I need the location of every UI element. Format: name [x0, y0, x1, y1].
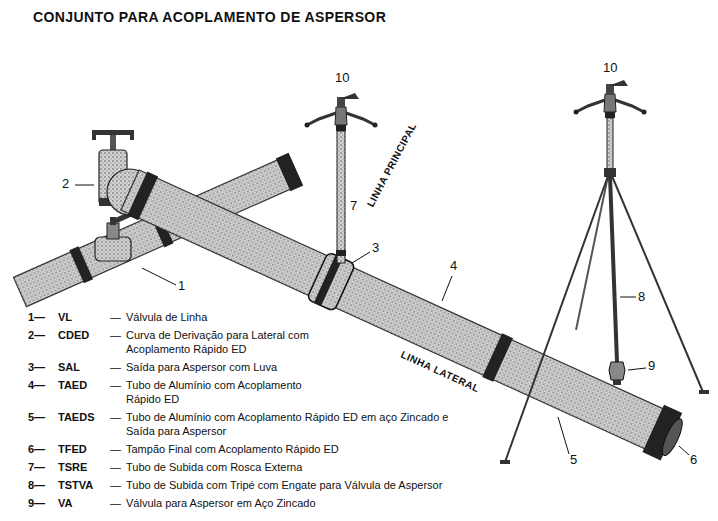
post [110, 135, 116, 150]
tripod-leg [612, 176, 703, 392]
dash: — [110, 460, 121, 474]
line-valve [95, 211, 135, 261]
diagram-title: CONJUNTO PARA ACOPLAMENTO DE ASPERSOR [33, 8, 386, 26]
tripod-leg [505, 176, 608, 462]
riser-pipe [607, 118, 613, 172]
coupling [127, 171, 158, 220]
item-description: Válvula de Linha [126, 310, 207, 324]
callout-number: 4 [450, 258, 457, 274]
lateral-pipe [119, 166, 688, 463]
bracket [92, 130, 96, 140]
item-number: 8— [28, 478, 45, 492]
item-code: TAED [58, 378, 87, 392]
riser-pipe [337, 131, 345, 263]
coupling [482, 333, 513, 382]
tripod-foot [500, 460, 510, 464]
item-code: SAL [58, 360, 80, 374]
callout-number: 10 [335, 70, 349, 86]
item-number: 6— [28, 442, 45, 456]
sprinkler-valve [613, 380, 621, 385]
callout-number: 2 [62, 176, 69, 192]
callout-number: 10 [603, 60, 617, 76]
item-code: TSRE [58, 460, 87, 474]
leader-line [558, 417, 569, 454]
dash: — [110, 410, 121, 424]
pipe-body [121, 170, 676, 455]
item-description: Tubo de Subida com Rosca Externa [126, 460, 302, 474]
item-description: Tubo de Alumínio com Acoplamento Rápido … [126, 378, 316, 406]
item-description: Válvula para Aspersor em Aço Zincado [126, 496, 316, 510]
callout-number: 6 [690, 452, 697, 468]
valve-body [95, 237, 131, 261]
callout-number: 7 [350, 198, 357, 214]
tripod-head [604, 168, 616, 177]
item-description: Tubo de Alumínio com Acoplamento Rápido … [126, 410, 471, 438]
bracket [130, 130, 134, 140]
dash: — [110, 442, 121, 456]
callout-number: 9 [648, 358, 655, 374]
item-number: 2— [28, 328, 45, 342]
item-number: 7— [28, 460, 45, 474]
item-number: 5— [28, 410, 45, 424]
tripod-foot [699, 390, 709, 394]
item-number: 1— [28, 310, 45, 324]
item-description: Curva de Derivação para Lateral com Acop… [126, 328, 341, 356]
bracket [92, 130, 134, 135]
dash: — [110, 478, 121, 492]
sprinkler-outlet [307, 252, 356, 312]
callout-number: 5 [570, 452, 577, 468]
item-number: 9— [28, 496, 45, 510]
item-code: CDED [58, 328, 89, 342]
item-code: VA [58, 496, 72, 510]
sprinkler-valve [609, 362, 625, 380]
leader-line [628, 368, 646, 370]
end-cap [659, 416, 687, 457]
leader-line [352, 252, 370, 263]
coupling [276, 153, 303, 192]
dash: — [110, 378, 121, 392]
item-description: Tubo de Subida com Tripé com Engate para… [126, 478, 442, 492]
item-description: Saída para Aspersor com Luva [126, 360, 277, 374]
thread [336, 250, 346, 256]
item-number: 3— [28, 360, 45, 374]
item-code: TSTVA [58, 478, 93, 492]
leader-line [679, 446, 689, 455]
callout-number: 8 [638, 289, 645, 305]
item-code: TAEDS [58, 410, 94, 424]
callout-number: 1 [178, 278, 185, 294]
dash: — [110, 496, 121, 510]
tripod-rod [610, 176, 617, 362]
leader-line [142, 268, 176, 285]
item-number: 4— [28, 378, 45, 392]
item-description: Tampão Final com Acoplamento Rápido ED [126, 442, 339, 456]
leader-line [620, 297, 636, 298]
line-label: LINHA PRINCIPAL [363, 120, 421, 210]
sprinkler [305, 93, 378, 131]
sprinkler [574, 80, 647, 118]
leader-line [75, 185, 94, 186]
dash: — [110, 360, 121, 374]
callout-number: 3 [372, 240, 379, 256]
valve-stem [107, 223, 119, 239]
coupling [69, 246, 93, 283]
item-code: VL [58, 310, 72, 324]
dash: — [110, 328, 121, 342]
leader-lines [75, 185, 689, 455]
leader-line [442, 276, 452, 301]
dash: — [110, 310, 121, 324]
item-code: TFED [58, 442, 87, 456]
